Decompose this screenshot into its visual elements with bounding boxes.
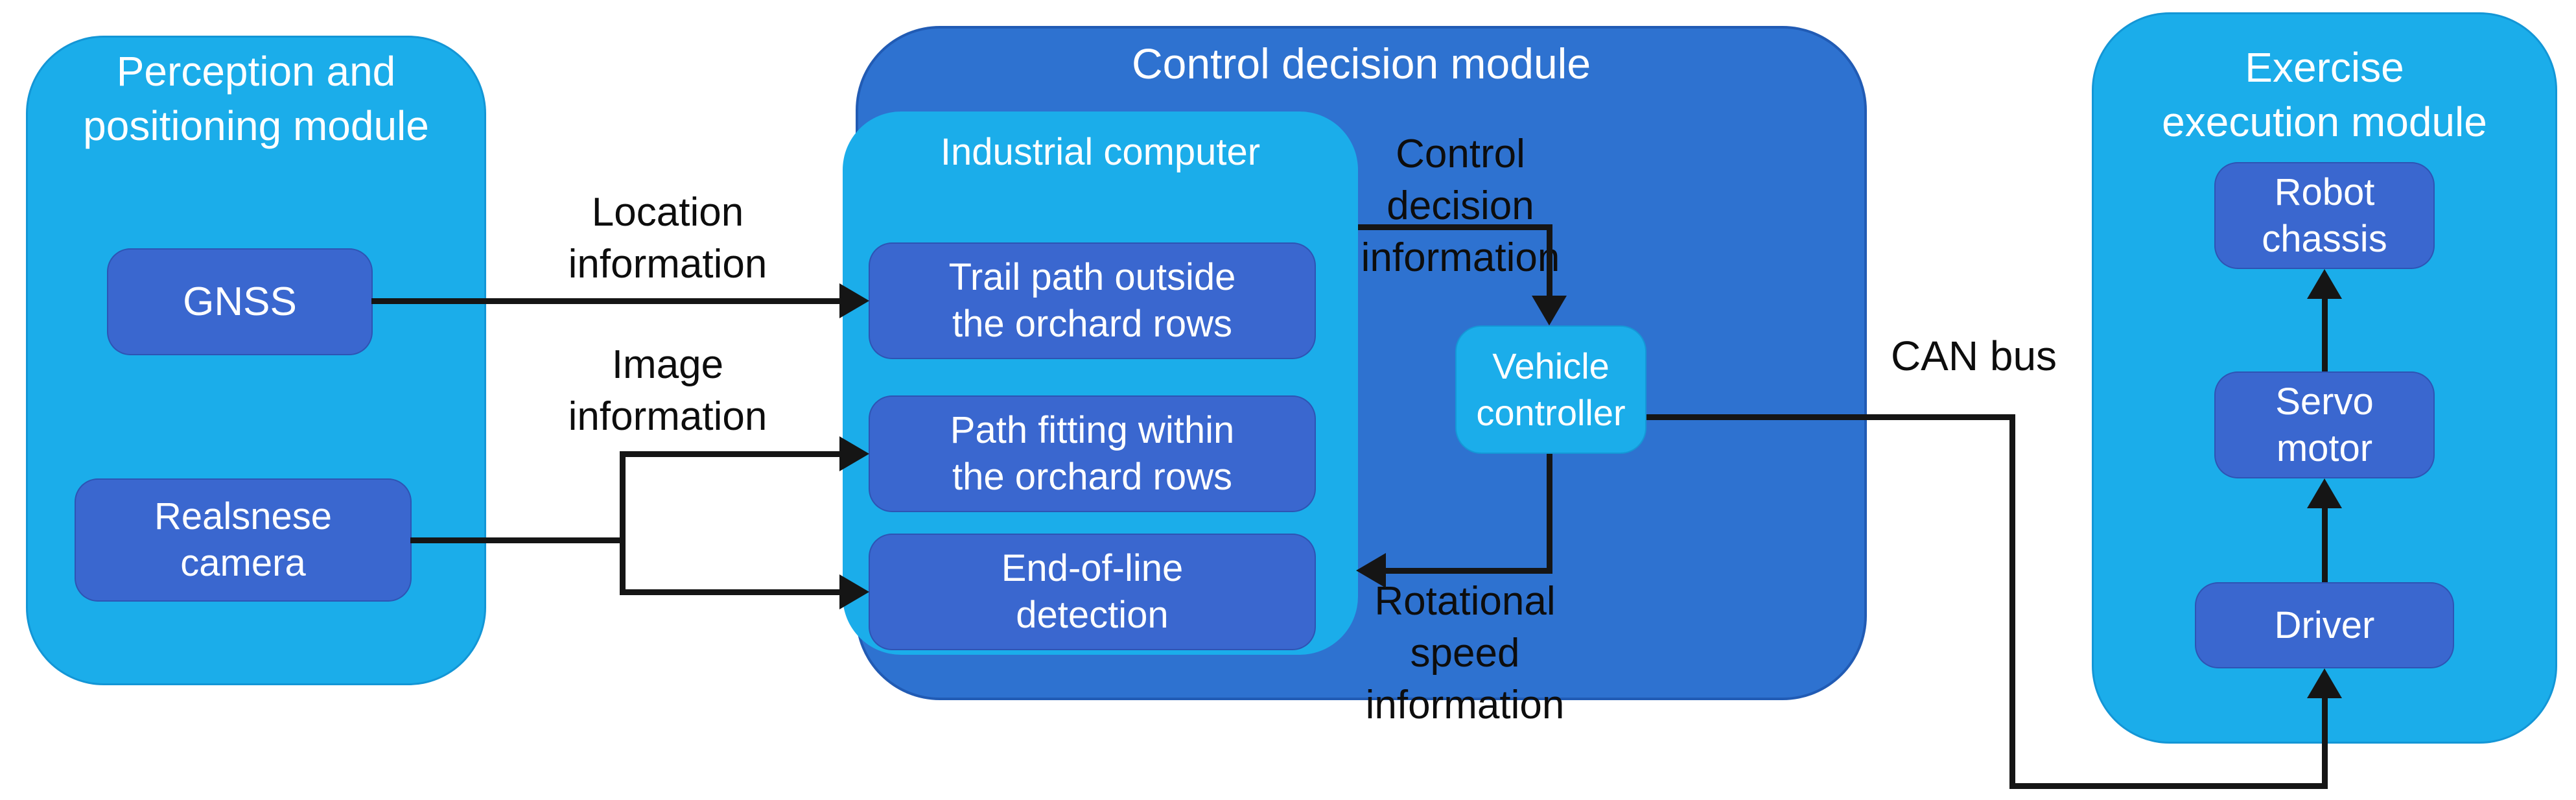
location-information-label: Location information (568, 190, 767, 287)
rotational-return-vertical (1547, 454, 1552, 574)
industrial-computer-title: Industrial computer (940, 131, 1261, 173)
vehicle-controller-arrowhead-icon (1532, 296, 1567, 325)
image-information-label: Image information (568, 342, 767, 439)
driver-label: Driver (2274, 604, 2375, 646)
can-bus-horizontal-1 (1646, 414, 2015, 420)
trail-path-box: Trail path outside the orchard rows (869, 242, 1316, 359)
servo-motor-label: Servo motor (2275, 380, 2374, 469)
servo-chassis-shaft (2322, 298, 2328, 371)
location-arrowhead-icon (839, 283, 869, 318)
image-branch-bottom-shaft (620, 589, 841, 595)
control-decision-arrow-horizontal (1358, 224, 1552, 230)
can-bus-horizontal-2 (2009, 783, 2328, 789)
can-bus-vertical-down (2009, 414, 2015, 789)
path-fitting-box: Path fitting within the orchard rows (869, 395, 1316, 512)
exercise-module-title: Exercise execution module (2162, 44, 2487, 145)
can-bus-vertical-up (2322, 695, 2328, 789)
realsense-camera-box: Realsnese camera (75, 478, 412, 602)
path-fitting-arrowhead-icon (839, 436, 869, 471)
perception-module-title: Perception and positioning module (83, 48, 429, 149)
robot-chassis-label: Robot chassis (2262, 171, 2387, 260)
location-arrow-shaft (371, 298, 842, 304)
realsense-camera-label: Realsnese camera (154, 495, 333, 584)
chassis-arrowhead-icon (2307, 269, 2342, 299)
gnss-label: GNSS (183, 279, 297, 324)
image-branch-top-shaft (620, 451, 841, 457)
vehicle-controller-label: Vehicle controller (1476, 346, 1626, 433)
path-fitting-label: Path fitting within the orchard rows (950, 409, 1235, 498)
control-decision-arrow-vertical (1547, 224, 1552, 297)
vehicle-controller-box: Vehicle controller (1455, 325, 1646, 454)
rotational-arrowhead-icon (1356, 553, 1386, 588)
driver-box: Driver (2195, 582, 2454, 668)
control-module-title: Control decision module (1131, 40, 1591, 88)
control-decision-information-label: Control decision information (1361, 132, 1560, 280)
rotational-speed-information-label: Rotational speed information (1365, 579, 1565, 727)
driver-arrowhead-icon (2307, 668, 2342, 698)
rotational-return-horizontal (1385, 568, 1552, 574)
robot-chassis-box: Robot chassis (2214, 162, 2435, 269)
servo-arrowhead-icon (2307, 478, 2342, 508)
driver-servo-shaft (2322, 507, 2328, 582)
end-of-line-box: End-of-line detection (869, 534, 1316, 650)
trail-path-label: Trail path outside the orchard rows (948, 256, 1236, 345)
image-branch-vertical (620, 451, 626, 594)
gnss-box: GNSS (107, 248, 373, 355)
can-bus-label: CAN bus (1890, 333, 2057, 379)
end-of-line-label: End-of-line detection (1001, 547, 1184, 636)
image-arrow-shaft (410, 537, 624, 543)
end-of-line-arrowhead-icon (839, 574, 869, 609)
servo-motor-box: Servo motor (2214, 371, 2435, 478)
